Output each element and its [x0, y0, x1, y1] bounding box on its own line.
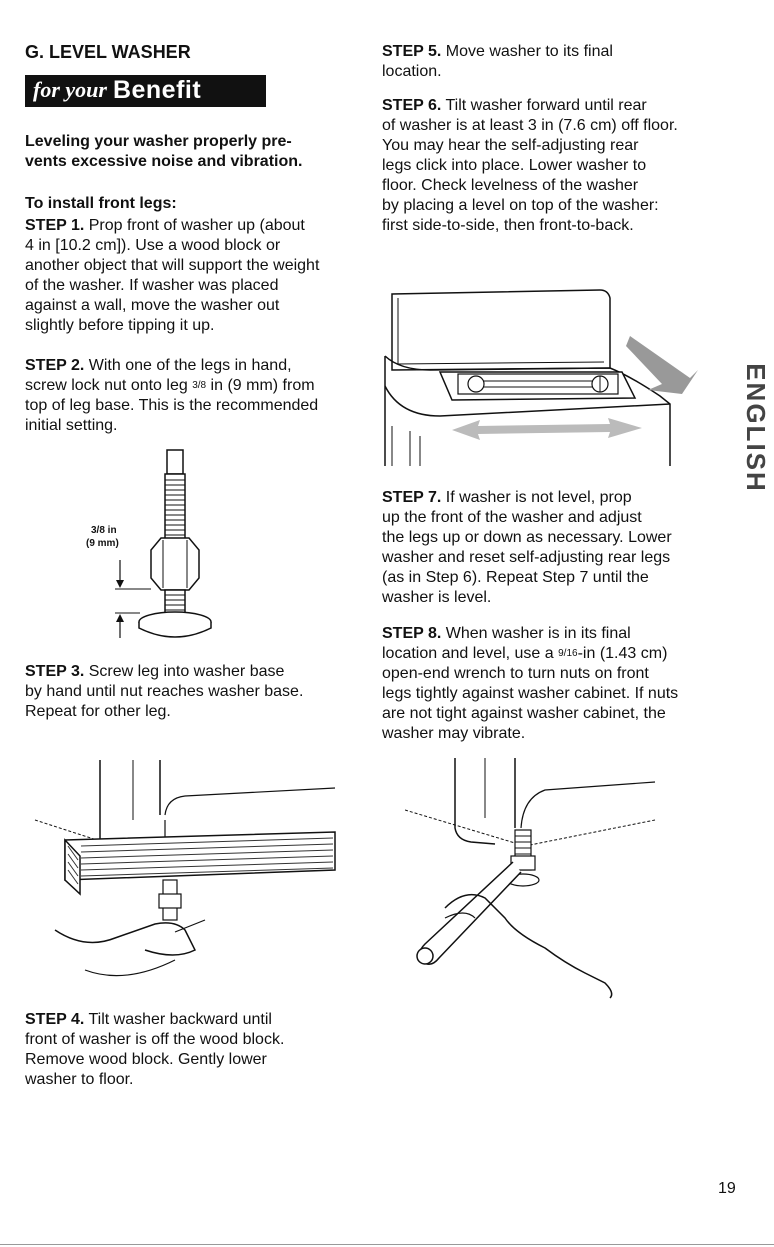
benefit-text-line-2: vents excessive noise and vibration.: [25, 153, 303, 170]
step-2-line: screw lock nut onto leg: [25, 377, 193, 394]
page-number: 19: [718, 1180, 736, 1197]
step-7-label: STEP 7.: [382, 489, 442, 506]
step-6-line: Tilt washer forward until rear: [441, 97, 647, 114]
leg-dimension-mm: (9 mm): [86, 538, 119, 549]
step-7-line: up the front of the washer and adjust: [382, 509, 642, 526]
benefit-text-line-1: Leveling your washer properly pre-: [25, 133, 292, 150]
step-6-line: of washer is at least 3 in (7.6 cm) off …: [382, 117, 678, 134]
step-1-line: of the washer. If washer was placed: [25, 277, 279, 294]
step-6-line: You may hear the self-adjusting rear: [382, 137, 639, 154]
step-2-line: top of leg base. This is the recommended: [25, 397, 319, 414]
step-2-line: initial setting.: [25, 417, 118, 434]
step-1-label: STEP 1.: [25, 217, 85, 234]
leg-dimension-in: 3/8 in: [91, 525, 117, 536]
step-7-line: If washer is not level, prop: [441, 489, 632, 506]
step-3-label: STEP 3.: [25, 663, 85, 680]
step-8-line: are not tight against washer cabinet, th…: [382, 705, 666, 722]
step-1-line: Prop front of washer up (about: [84, 217, 305, 234]
step-7: STEP 7. If washer is not level, prop up …: [382, 488, 727, 608]
step-7-line: (as in Step 6). Repeat Step 7 until the: [382, 569, 649, 586]
step-8-fraction: 9/16: [558, 648, 578, 659]
step-7-line: the legs up or down as necessary. Lower: [382, 529, 672, 546]
leg-illustration: [85, 448, 235, 648]
step-8-line: washer may vibrate.: [382, 725, 526, 742]
step-8-line: When washer is in its final: [441, 625, 631, 642]
step-8: STEP 8. When washer is in its final loca…: [382, 624, 727, 744]
step-6: STEP 6. Tilt washer forward until rear o…: [382, 96, 727, 236]
step-3-line: by hand until nut reaches washer base.: [25, 683, 304, 700]
step-1: STEP 1. Prop front of washer up (about 4…: [25, 216, 355, 336]
step-2-label: STEP 2.: [25, 357, 85, 374]
front-legs-heading: To install front legs:: [25, 195, 177, 212]
step-8-line: -in (1.43 cm): [577, 645, 668, 662]
step-5-line: Move washer to its final: [441, 43, 613, 60]
step-1-line: slightly before tipping it up.: [25, 317, 215, 334]
bottom-rule: [0, 1244, 774, 1245]
step-7-line: washer and reset self-adjusting rear leg…: [382, 549, 671, 566]
step-7-line: washer is level.: [382, 589, 492, 606]
step-4-line: front of washer is off the wood block.: [25, 1031, 285, 1048]
step-3-line: Screw leg into washer base: [84, 663, 285, 680]
benefit-badge: for your Benefit: [25, 75, 266, 107]
step-2-line: With one of the legs in hand,: [84, 357, 292, 374]
step-4-line: Tilt washer backward until: [84, 1011, 272, 1028]
step-5-label: STEP 5.: [382, 43, 442, 60]
step-6-line: floor. Check levelness of the washer: [382, 177, 639, 194]
step-2: STEP 2. With one of the legs in hand, sc…: [25, 356, 355, 436]
wrench-illustration: [405, 758, 665, 1003]
step-1-line: another object that will support the wei…: [25, 257, 320, 274]
wood-block-illustration: [25, 760, 345, 985]
step-8-line: legs tightly against washer cabinet. If …: [382, 685, 679, 702]
step-6-label: STEP 6.: [382, 97, 442, 114]
step-4-line: Remove wood block. Gently lower: [25, 1051, 267, 1068]
step-1-line: 4 in [10.2 cm]). Use a wood block or: [25, 237, 281, 254]
step-3: STEP 3. Screw leg into washer base by ha…: [25, 662, 355, 722]
step-2-fraction: 3/8: [192, 380, 207, 391]
badge-for-your: for your: [33, 77, 107, 102]
step-4-label: STEP 4.: [25, 1011, 85, 1028]
step-6-line: by placing a level on top of the washer:: [382, 197, 659, 214]
step-5: STEP 5. Move washer to its final locatio…: [382, 42, 722, 82]
step-1-line: against a wall, move the washer out: [25, 297, 280, 314]
step-8-line: open-end wrench to turn nuts on front: [382, 665, 649, 682]
side-tab-english: ENGLISH: [736, 338, 772, 518]
step-4-line: washer to floor.: [25, 1071, 134, 1088]
step-6-line: legs click into place. Lower washer to: [382, 157, 647, 174]
step-4: STEP 4. Tilt washer backward until front…: [25, 1010, 355, 1090]
step-8-line: location and level, use a: [382, 645, 559, 662]
step-2-line: in (9 mm) from: [206, 377, 315, 394]
step-5-line: location.: [382, 63, 442, 80]
step-3-line: Repeat for other leg.: [25, 703, 171, 720]
badge-benefit: Benefit: [112, 75, 202, 104]
side-tab-text: ENGLISH: [741, 363, 771, 493]
step-6-line: first side-to-side, then front-to-back.: [382, 217, 634, 234]
step-8-label: STEP 8.: [382, 625, 442, 642]
section-title: G. LEVEL WASHER: [25, 42, 191, 62]
washer-level-illustration: [380, 286, 715, 466]
